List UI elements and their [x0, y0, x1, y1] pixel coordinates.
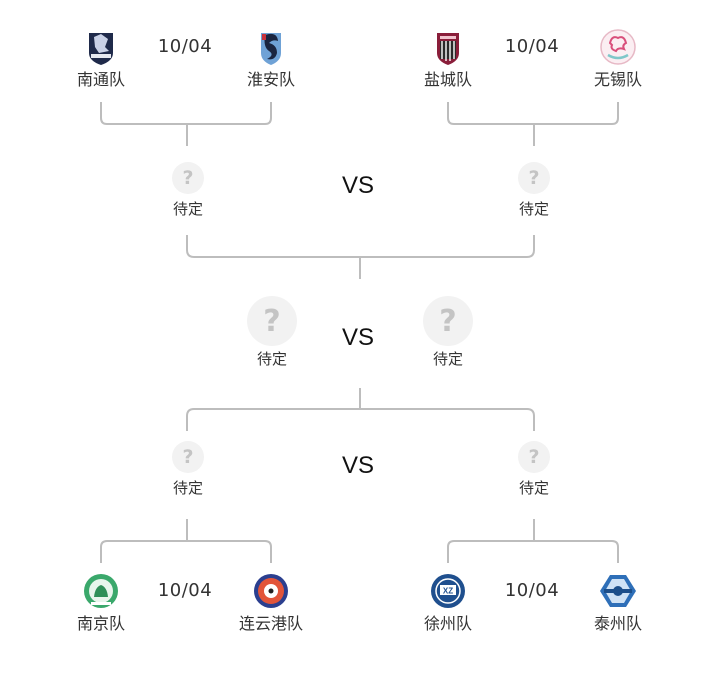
team-huaian[interactable]: 淮安队 — [231, 27, 311, 91]
bracket-bottom-right — [447, 540, 619, 563]
question-icon: ? — [518, 162, 550, 194]
team-taizhou[interactable]: 泰州队 — [578, 571, 658, 635]
semi-top-right-tbd: ? 待定 — [499, 162, 569, 220]
tbd-label: 待定 — [172, 200, 203, 218]
vs-label: VS — [341, 452, 374, 479]
yancheng-team-logo — [437, 33, 459, 65]
final-right-tbd: ? 待定 — [413, 296, 483, 370]
nanjing-team-logo — [84, 574, 118, 608]
huaian-team-logo — [261, 33, 281, 65]
match-date: 10/04 — [157, 580, 213, 601]
question-icon: ? — [172, 162, 204, 194]
question-icon: ? — [423, 296, 473, 346]
bracket-semi-bottom — [186, 408, 535, 431]
team-name: 连云港队 — [238, 614, 303, 633]
question-icon: ? — [518, 441, 550, 473]
team-wuxi[interactable]: 无锡队 — [578, 27, 658, 91]
match-date: 10/04 — [504, 36, 560, 57]
team-nantong[interactable]: 南通队 — [61, 27, 141, 91]
question-icon: ? — [172, 441, 204, 473]
svg-text:XZ: XZ — [443, 587, 453, 596]
tbd-label: 待定 — [518, 479, 549, 497]
tbd-label: 待定 — [172, 479, 203, 497]
vs-label: VS — [341, 324, 374, 351]
xuzhou-team-logo: XZ — [431, 574, 465, 608]
bracket-semi-top — [186, 235, 535, 258]
match-date: 10/04 — [504, 580, 560, 601]
lianyungang-team-logo — [254, 574, 288, 608]
team-lianyungang[interactable]: 连云港队 — [231, 571, 311, 635]
match-date: 10/04 — [157, 36, 213, 57]
team-name: 无锡队 — [593, 70, 642, 89]
team-name: 盐城队 — [423, 70, 472, 89]
team-name: 南通队 — [76, 70, 125, 89]
bracket-bottom-left — [100, 540, 272, 563]
tbd-label: 待定 — [432, 350, 463, 368]
vs-label: VS — [341, 172, 374, 199]
team-name: 淮安队 — [246, 70, 295, 89]
bracket-top-right — [447, 102, 619, 125]
semi-bottom-left-tbd: ? 待定 — [153, 441, 223, 499]
final-left-tbd: ? 待定 — [237, 296, 307, 370]
tbd-label: 待定 — [256, 350, 287, 368]
bracket-top-left — [100, 102, 272, 125]
team-nanjing[interactable]: 南京队 — [61, 571, 141, 635]
question-icon: ? — [247, 296, 297, 346]
semi-bottom-right-tbd: ? 待定 — [499, 441, 569, 499]
team-xuzhou[interactable]: XZ 徐州队 — [408, 571, 488, 635]
tbd-label: 待定 — [518, 200, 549, 218]
team-yancheng[interactable]: 盐城队 — [408, 27, 488, 91]
team-name: 泰州队 — [593, 614, 642, 633]
wuxi-team-logo — [600, 29, 636, 65]
team-name: 南京队 — [76, 614, 125, 633]
team-name: 徐州队 — [423, 614, 472, 633]
taizhou-team-logo — [600, 575, 636, 607]
semi-top-left-tbd: ? 待定 — [153, 162, 223, 220]
nantong-team-logo — [89, 33, 113, 65]
